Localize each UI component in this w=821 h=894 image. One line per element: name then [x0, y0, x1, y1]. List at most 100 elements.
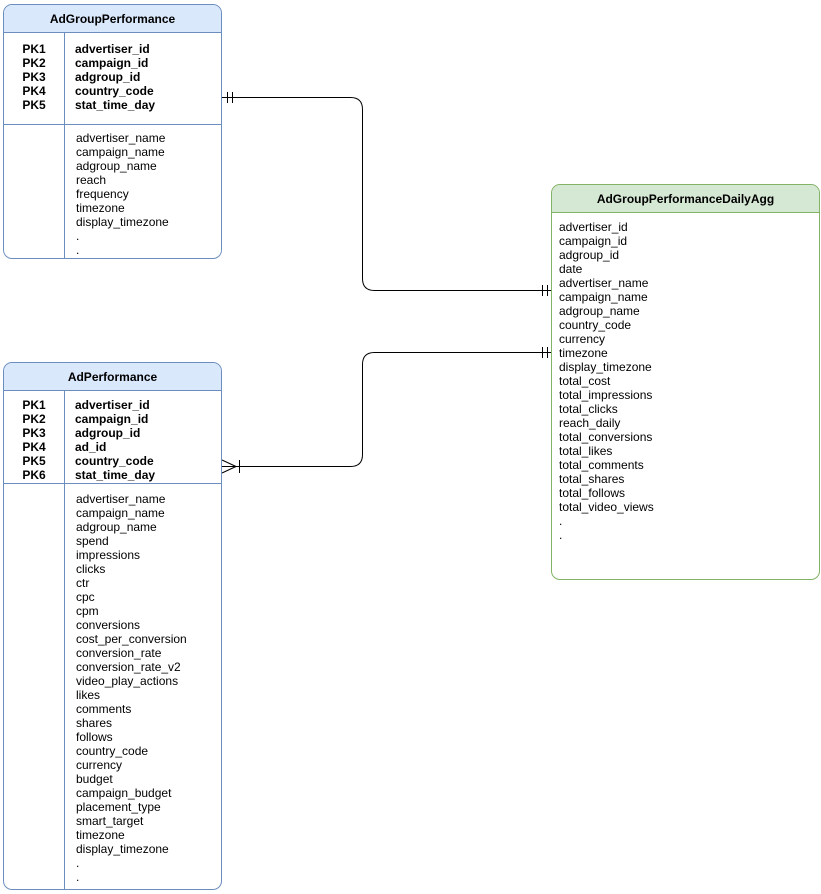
field-row: timezone: [76, 828, 125, 842]
one-and-only-one-marker-icon: [542, 347, 548, 358]
field-row: adgroup_id: [559, 248, 620, 262]
field-row: advertiser_id: [559, 220, 628, 234]
field-row: impressions: [76, 548, 141, 562]
pk-column-divider: [64, 33, 65, 258]
field-row: cost_per_conversion: [76, 632, 187, 646]
field-row: advertiser_name: [76, 492, 166, 506]
pk-field-name: campaign_id: [75, 56, 149, 70]
field-row: reach_daily: [559, 416, 621, 430]
pk-key: PK4: [22, 84, 46, 98]
crows-foot-many-marker-icon: [221, 459, 240, 474]
field-row: advertiser_name: [76, 131, 166, 145]
pk-field-name: country_code: [75, 84, 154, 98]
field-row: likes: [76, 688, 101, 702]
field-row: total_conversions: [559, 430, 653, 444]
field-row: total_likes: [559, 444, 613, 458]
pk-row: PK6 stat_time_day: [4, 468, 221, 482]
field-row: adgroup_name: [76, 520, 157, 534]
pk-row: PK1 advertiser_id: [4, 42, 221, 56]
pk-field-name: adgroup_id: [75, 70, 141, 84]
field-row: display_timezone: [76, 842, 169, 856]
field-row: frequency: [76, 187, 129, 201]
field-row: video_play_actions: [76, 674, 179, 688]
field-row: adgroup_name: [76, 159, 157, 173]
pk-key: PK3: [22, 426, 46, 440]
field-row: total_follows: [559, 486, 626, 500]
field-row: shares: [76, 716, 113, 730]
pk-row: PK4 country_code: [4, 84, 221, 98]
field-row: total_video_views: [559, 500, 654, 514]
pk-row: PK5 stat_time_day: [4, 98, 221, 112]
field-row: currency: [559, 332, 606, 346]
field-row: .: [559, 514, 563, 528]
field-row: reach: [76, 173, 107, 187]
pk-field-name: stat_time_day: [75, 98, 156, 112]
entity-title: AdGroupPerformance: [4, 5, 221, 33]
field-row: smart_target: [76, 814, 144, 828]
section-divider: [4, 124, 221, 125]
pk-row: PK1 advertiser_id: [4, 398, 221, 412]
field-row: spend: [76, 534, 109, 548]
field-row: campaign_name: [76, 506, 165, 520]
field-row: currency: [76, 758, 123, 772]
pk-field-name: advertiser_id: [75, 398, 150, 412]
field-row: country_code: [559, 318, 632, 332]
field-row: adgroup_name: [559, 304, 640, 318]
pk-row: PK5 country_code: [4, 454, 221, 468]
one-and-only-one-marker-icon: [542, 285, 548, 296]
field-row: timezone: [76, 201, 125, 215]
one-and-only-one-marker-icon: [227, 92, 233, 103]
field-row: total_cost: [559, 374, 611, 388]
pk-field-name: adgroup_id: [75, 426, 141, 440]
field-row: .: [76, 856, 80, 870]
pk-key: PK5: [22, 454, 46, 468]
pk-field-name: stat_time_day: [75, 468, 156, 482]
section-divider: [4, 483, 221, 484]
pk-key: PK4: [22, 440, 46, 454]
pk-key: PK3: [22, 70, 46, 84]
pk-field-name: campaign_id: [75, 412, 149, 426]
pk-key: PK1: [22, 398, 46, 412]
field-row: display_timezone: [76, 215, 169, 229]
pk-field-name: country_code: [75, 454, 154, 468]
pk-row: PK4 ad_id: [4, 440, 221, 454]
entity-adgroupperformancedailyagg: AdGroupPerformanceDailyAgg advertiser_id…: [551, 184, 820, 580]
pk-row: PK3 adgroup_id: [4, 70, 221, 84]
field-row: placement_type: [76, 800, 161, 814]
field-row: date: [559, 262, 583, 276]
pk-key: PK6: [22, 468, 46, 482]
pk-key: PK5: [22, 98, 46, 112]
field-row: country_code: [76, 744, 149, 758]
pk-column-divider: [64, 391, 65, 889]
connector-adgroupperformance-to-dailyagg: [222, 97, 551, 291]
field-row: comments: [76, 702, 132, 716]
entity-title: AdGroupPerformanceDailyAgg: [552, 185, 819, 213]
pk-field-name: advertiser_id: [75, 42, 150, 56]
field-row: ctr: [76, 576, 90, 590]
field-row: conversion_rate_v2: [76, 660, 181, 674]
field-row: .: [76, 229, 80, 243]
field-row: total_comments: [559, 458, 644, 472]
field-row: campaign_name: [76, 145, 165, 159]
field-row: clicks: [76, 562, 106, 576]
pk-row: PK2 campaign_id: [4, 56, 221, 70]
pk-key: PK1: [22, 42, 46, 56]
field-row: campaign_name: [559, 290, 648, 304]
field-row: conversion_rate: [76, 646, 162, 660]
pk-key: PK2: [22, 56, 46, 70]
field-row: campaign_id: [559, 234, 628, 248]
field-row: .: [76, 243, 80, 257]
field-row: timezone: [559, 346, 608, 360]
field-row: cpc: [76, 590, 95, 604]
connector-adperformance-to-dailyagg: [222, 352, 551, 467]
pk-field-name: ad_id: [75, 440, 107, 454]
field-row: total_impressions: [559, 388, 653, 402]
field-row: follows: [76, 730, 113, 744]
